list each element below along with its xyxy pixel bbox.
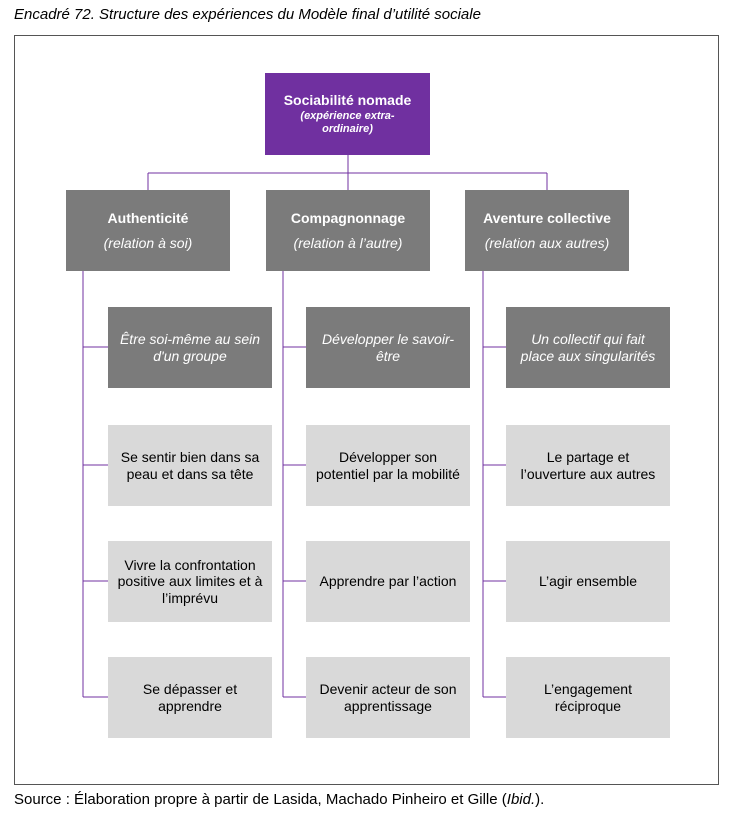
experience-item: Développer le savoir-être <box>306 307 470 388</box>
experience-item: Vivre la confrontation positive aux limi… <box>108 541 272 622</box>
category-title: Compagnonnage <box>290 209 406 226</box>
category-node-authenticite: Authenticité (relation à soi) <box>66 190 230 271</box>
category-subtitle: (relation à l’autre) <box>293 234 403 251</box>
category-node-compagnonnage: Compagnonnage (relation à l’autre) <box>266 190 430 271</box>
source-prefix: Source : Élaboration propre à partir de … <box>14 791 507 808</box>
experience-item: Devenir acteur de son apprentissage <box>306 657 470 738</box>
category-node-aventure-collective: Aventure collective (relation aux autres… <box>465 190 629 271</box>
experience-item: Apprendre par l’action <box>306 541 470 622</box>
source-suffix: ). <box>535 791 545 808</box>
source-ibid: Ibid. <box>506 791 536 808</box>
root-title: Sociabilité nomade <box>283 91 412 108</box>
experience-item: Le partage et l’ouverture aux autres <box>506 425 670 506</box>
category-subtitle: (relation à soi) <box>103 234 193 251</box>
experience-item: Se sentir bien dans sa peau et dans sa t… <box>108 425 272 506</box>
source-note: Source : Élaboration propre à partir de … <box>14 791 544 808</box>
experience-item: Être soi-même au sein d'un groupe <box>108 307 272 388</box>
root-subtitle: (expérience extra-ordinaire) <box>300 110 395 136</box>
experience-item: L’engagement réciproque <box>506 657 670 738</box>
category-title: Authenticité <box>107 209 189 226</box>
diagram-frame <box>14 35 719 785</box>
category-subtitle: (relation aux autres) <box>484 234 610 251</box>
root-node: Sociabilité nomade (expérience extra-ord… <box>265 73 430 155</box>
category-title: Aventure collective <box>483 209 611 226</box>
experience-item: Se dépasser et apprendre <box>108 657 272 738</box>
experience-item: L’agir ensemble <box>506 541 670 622</box>
experience-item: Un collectif qui fait place aux singular… <box>506 307 670 388</box>
figure-caption: Encadré 72. Structure des expériences du… <box>14 6 481 23</box>
experience-item: Développer son potentiel par la mobilité <box>306 425 470 506</box>
